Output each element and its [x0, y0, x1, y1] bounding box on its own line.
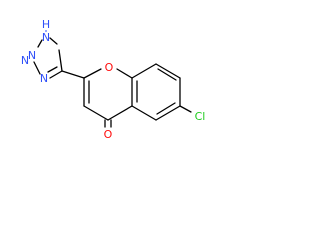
bond — [107, 105, 133, 121]
atom-labels: O O Cl N H N N N — [21, 18, 205, 141]
bond — [179, 105, 192, 113]
bond — [83, 105, 109, 121]
bond-double — [47, 66, 58, 73]
ring-oxygen-label: O — [105, 61, 114, 74]
bond — [58, 49, 63, 72]
bond-layer — [33, 37, 192, 128]
bond — [131, 63, 157, 79]
bond — [155, 63, 181, 79]
bond — [83, 68, 102, 79]
bond-double — [49, 70, 63, 79]
bond — [131, 105, 157, 121]
tetrazole-nh-hydrogen-label: H — [42, 18, 50, 31]
tetrazole-n3-label: N — [40, 72, 48, 85]
bond — [155, 105, 181, 121]
carbonyl-oxygen-label: O — [104, 128, 113, 141]
tetrazole-n2-label: N — [28, 49, 36, 62]
bond — [116, 68, 133, 79]
molecule-structure: O O Cl N H N N N — [21, 18, 205, 141]
chlorine-label: Cl — [195, 110, 206, 123]
bond — [37, 39, 43, 48]
bond — [49, 37, 58, 45]
bond — [61, 70, 85, 79]
tetrazole-nh-nitrogen-label: N — [42, 31, 50, 44]
bond-double — [157, 68, 177, 81]
bond — [33, 61, 41, 75]
bond-double — [156, 102, 176, 115]
tetrazole-n4-label: N — [21, 54, 29, 67]
